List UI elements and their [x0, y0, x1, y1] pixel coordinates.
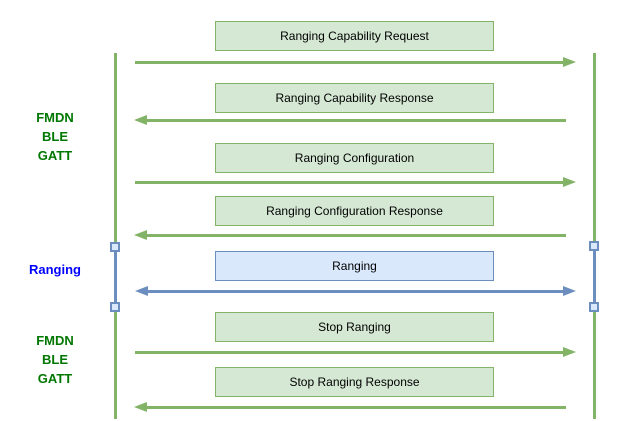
right-activation-end-marker	[589, 302, 599, 312]
message-box-ranging: Ranging	[215, 251, 494, 281]
side-label-fmdn-ble-gatt-bottom: FMDN BLE GATT	[0, 331, 110, 388]
side-label-line: Ranging	[29, 262, 81, 277]
left-activation-start-marker	[110, 242, 120, 252]
left-lifeline-bottom-segment	[114, 312, 117, 419]
arrowhead-left-icon	[134, 230, 147, 240]
message-label: Ranging Configuration Response	[266, 204, 443, 218]
arrow-line	[135, 61, 563, 64]
right-lifeline-top-segment	[593, 53, 596, 242]
right-lifeline-bottom-segment	[593, 312, 596, 419]
arrowhead-right-icon	[563, 57, 576, 67]
message-label: Stop Ranging	[318, 320, 391, 334]
arrowhead-right-icon	[563, 177, 576, 187]
side-label-line: BLE	[42, 352, 68, 367]
message-label: Ranging Capability Request	[280, 29, 429, 43]
left-activation-end-marker	[110, 302, 120, 312]
message-label: Ranging Capability Response	[275, 91, 434, 105]
side-label-line: BLE	[42, 129, 68, 144]
arrowhead-right-icon	[563, 347, 576, 357]
right-lifeline-ranging-segment	[593, 242, 596, 312]
arrowhead-left-icon	[135, 286, 148, 296]
arrow-line	[147, 119, 566, 122]
arrowhead-right-icon	[563, 286, 576, 296]
message-box-ranging-capability-response: Ranging Capability Response	[215, 83, 494, 113]
left-lifeline-top-segment	[114, 53, 117, 242]
side-label-line: GATT	[37, 148, 73, 163]
message-box-stop-ranging-response: Stop Ranging Response	[215, 367, 494, 397]
side-label-fmdn-ble-gatt-top: FMDN BLE GATT	[0, 108, 110, 165]
arrowhead-left-icon	[134, 115, 147, 125]
side-label-ranging: Ranging	[0, 260, 110, 279]
arrow-line	[147, 406, 566, 409]
arrowhead-left-icon	[134, 402, 147, 412]
message-box-stop-ranging: Stop Ranging	[215, 312, 494, 342]
message-label: Stop Ranging Response	[289, 375, 420, 389]
message-label: Ranging Configuration	[294, 151, 415, 165]
right-activation-start-marker	[589, 241, 599, 251]
arrow-line	[135, 181, 563, 184]
arrow-line	[135, 351, 563, 354]
arrow-line	[148, 290, 563, 293]
left-lifeline-ranging-segment	[114, 242, 117, 312]
message-box-ranging-configuration-response: Ranging Configuration Response	[215, 196, 494, 226]
message-label: Ranging	[332, 259, 377, 273]
arrow-line	[147, 234, 566, 237]
message-box-ranging-capability-request: Ranging Capability Request	[215, 21, 494, 51]
message-box-ranging-configuration: Ranging Configuration	[215, 143, 494, 173]
side-label-line: FMDN	[36, 110, 74, 125]
side-label-line: FMDN	[36, 333, 74, 348]
side-label-line: GATT	[37, 371, 73, 386]
